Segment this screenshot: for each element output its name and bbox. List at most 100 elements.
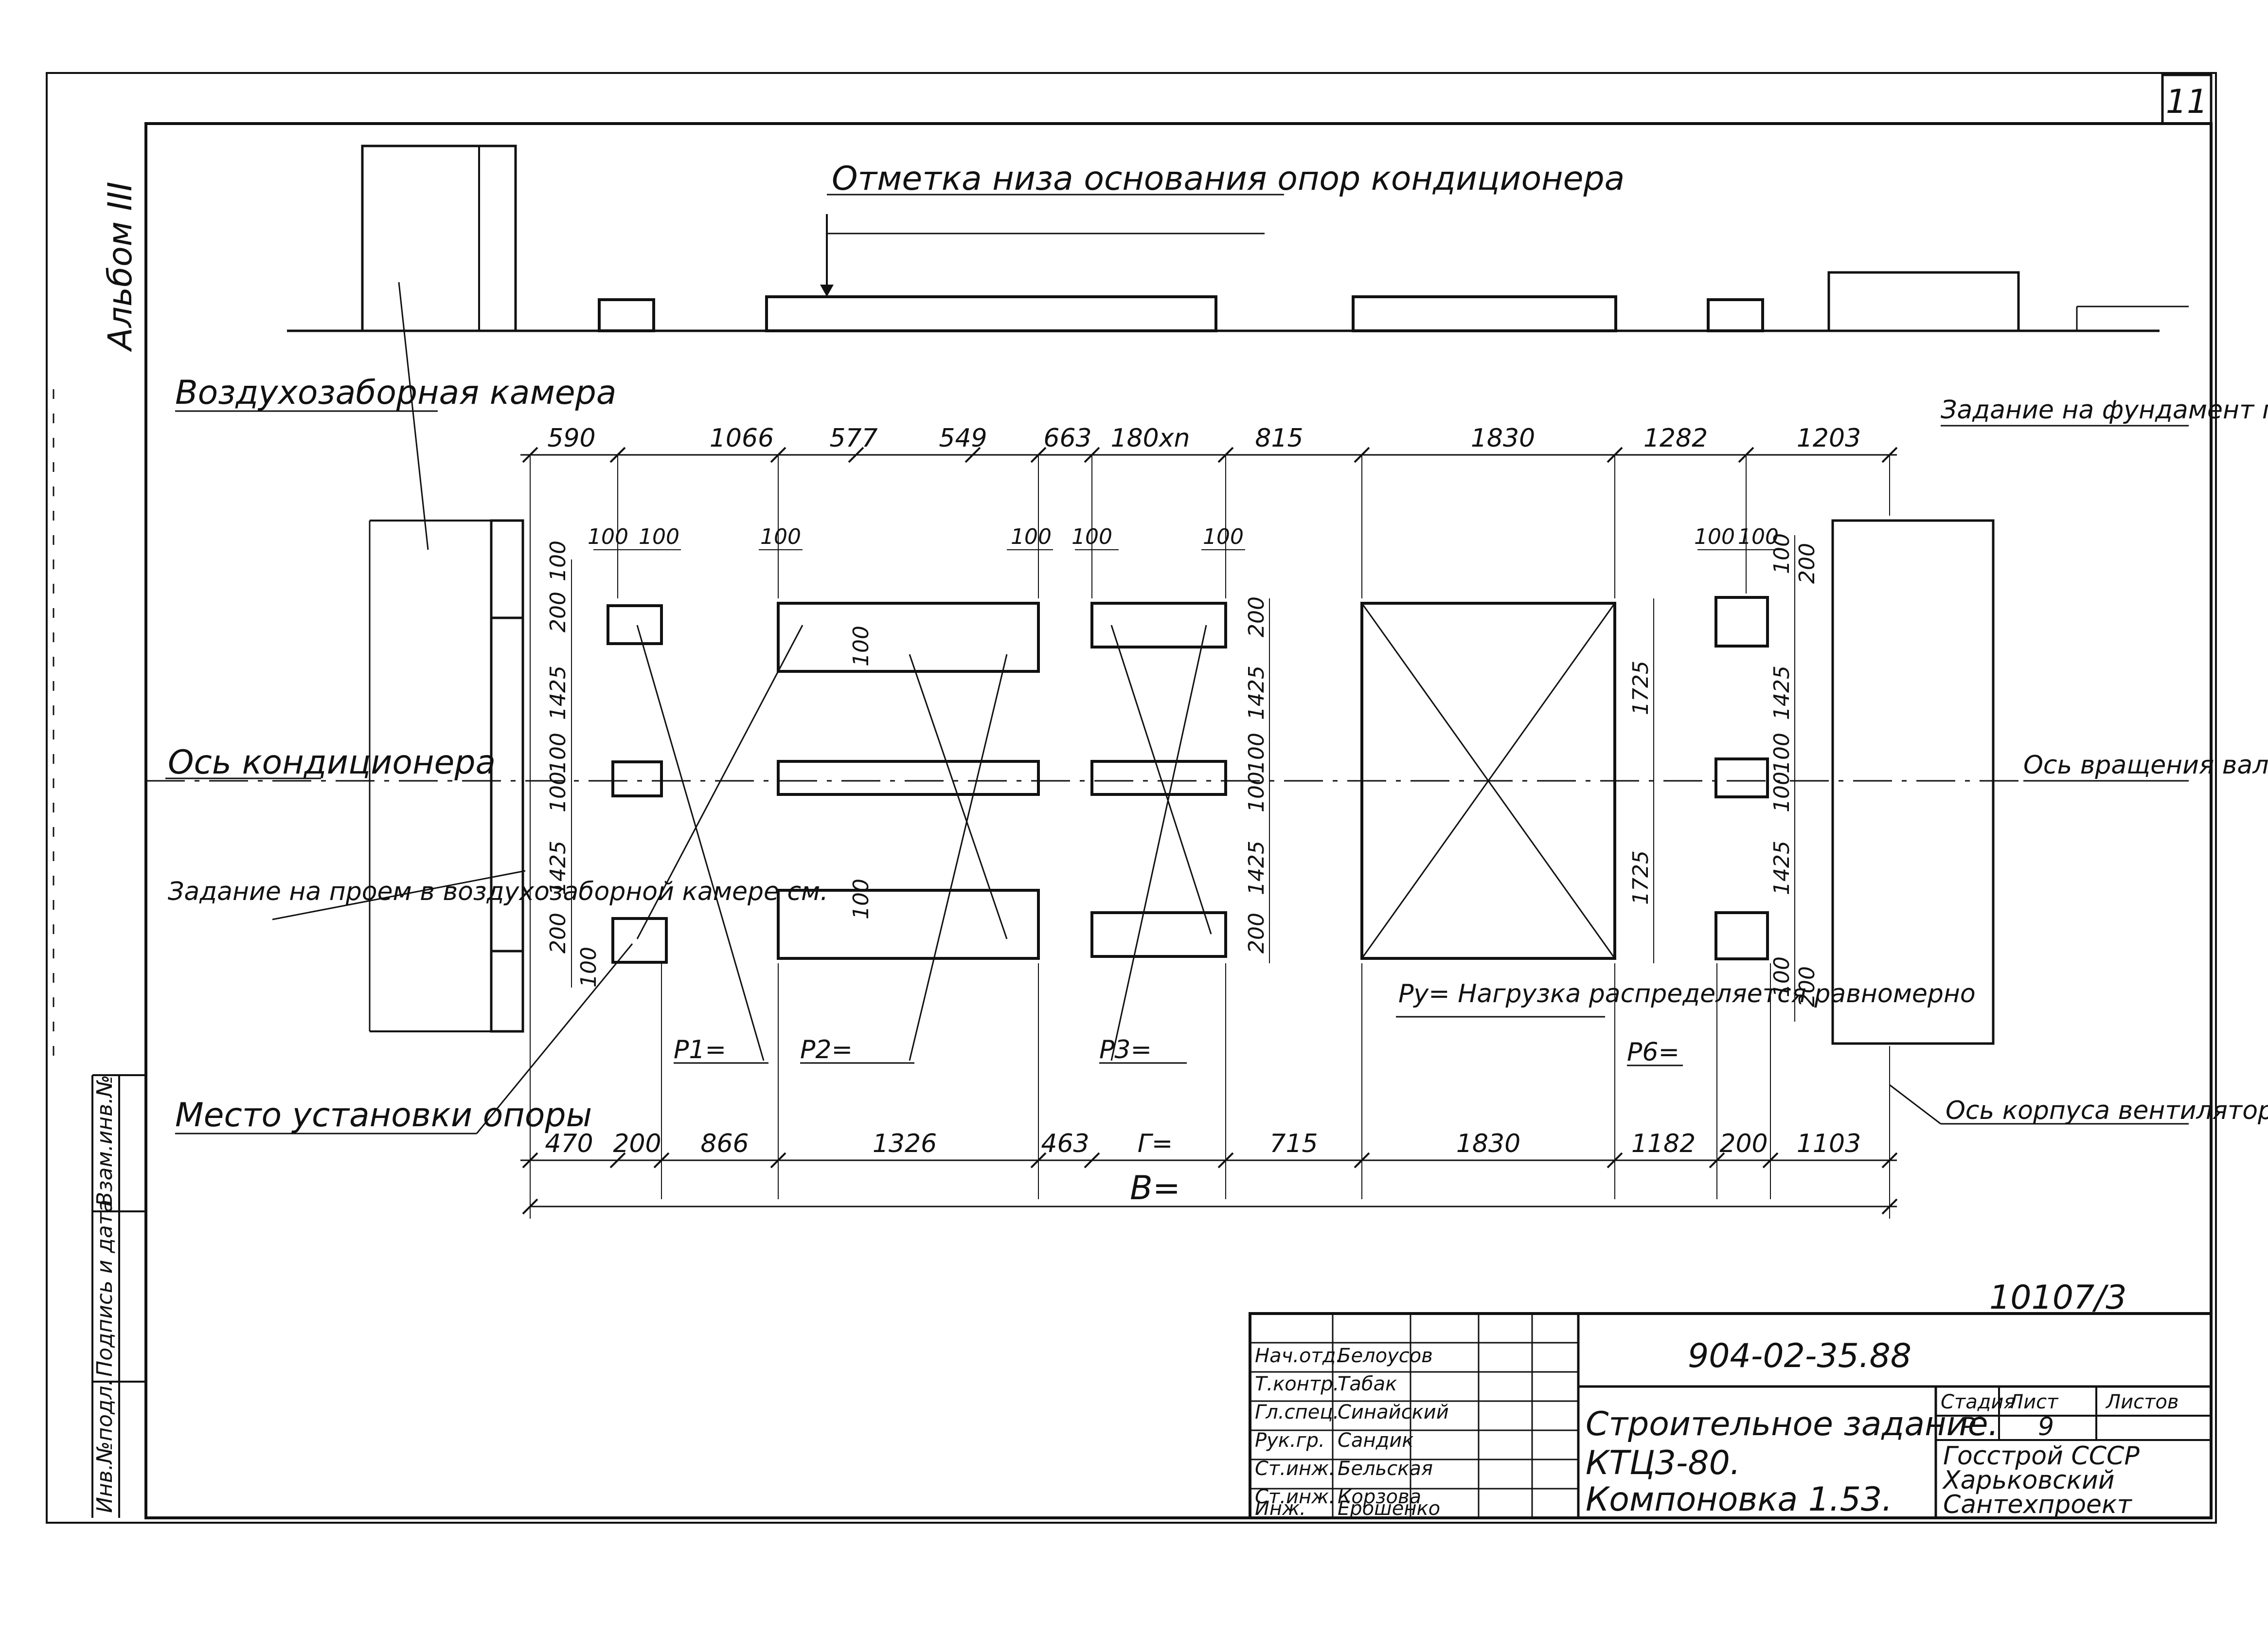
dim-right-1425-bottom: 1425	[1769, 841, 1794, 895]
dim-top-663: 663	[1043, 424, 1091, 453]
support-3c	[1090, 911, 1227, 958]
tb-sheet: 9	[2038, 1412, 2054, 1441]
opening-task-label: Задание на проем в воздухозаборной камер…	[168, 877, 828, 906]
dim-left-100-mid2: 100	[546, 772, 571, 812]
sheet-number: 11	[2166, 83, 2208, 121]
support-3a	[1090, 602, 1227, 648]
dim-left-100-mid1: 100	[546, 733, 571, 774]
dim-left-200-bottom: 200	[546, 913, 571, 954]
dim-top-1066: 1066	[710, 424, 774, 453]
dim-top-549: 549	[939, 424, 987, 453]
dimension-chain-left: 100 200 1425 100 100 1425 200 100	[546, 540, 601, 988]
dim-top-815: 815	[1255, 424, 1303, 453]
air-intake-chamber	[369, 282, 524, 1033]
load-p3: Р3=	[1099, 1035, 1152, 1064]
dim-100-c: 100	[760, 524, 801, 549]
dim-pad-1725-top: 1725	[1628, 661, 1653, 715]
dim-left-1425-top: 1425	[546, 666, 571, 720]
dim-mid-1425-bottom: 1425	[1244, 841, 1269, 895]
tb-stage: Р	[1960, 1412, 1976, 1441]
dim-bottom-1103: 1103	[1797, 1129, 1861, 1158]
dim-mid-1425-top: 1425	[1244, 666, 1269, 720]
dim-mid-100-b: 100	[1244, 772, 1269, 812]
dim-100-f: 100	[1203, 524, 1244, 549]
dim-right-100-a: 100	[1769, 533, 1794, 574]
support-1a	[607, 604, 663, 645]
stamp-signature-date: Подпись и дата	[92, 1200, 117, 1377]
outer-frame	[46, 72, 2217, 1524]
dim-right-200-b: 200	[1795, 966, 1820, 1007]
uniform-load-note: Ру= Нагрузка распределяется равномерно	[1398, 979, 1976, 1009]
dim-inner-100-a: 100	[849, 626, 874, 666]
dim-mid-100-a: 100	[1244, 733, 1269, 774]
tb-role-3: Гл.спец.	[1255, 1401, 1339, 1423]
dim-right-100-b: 100	[1769, 733, 1794, 774]
support-2a	[777, 602, 1040, 673]
dim-total-b: В=	[1130, 1169, 1180, 1207]
support-place-label: Место установки опоры	[175, 1096, 592, 1135]
dim-right-200-a: 200	[1795, 543, 1820, 584]
tb-name-3: Синайский	[1338, 1401, 1449, 1423]
fan-foundation-label: Задание на фундамент под вентилятор см.	[1941, 396, 2268, 425]
tb-title-3: Компоновка 1.53.	[1586, 1480, 1893, 1519]
dimension-total: В=	[522, 1168, 1898, 1219]
dim-pad-1725-bottom: 1725	[1628, 850, 1653, 905]
support-6c	[1714, 911, 1769, 960]
tb-sheet-header: Лист	[2008, 1391, 2059, 1413]
tb-role-7: Инж.	[1255, 1497, 1306, 1520]
uniform-load-pad	[1360, 602, 1616, 960]
tb-sheets-header: Листов	[2105, 1391, 2179, 1413]
dim-bottom-1326: 1326	[873, 1129, 937, 1158]
tb-title-1: Строительное задание.	[1586, 1405, 1999, 1443]
support-2b	[777, 760, 1040, 796]
rotation-axis-label: Ось вращения вала вентилятора	[2023, 751, 2268, 780]
tb-title-2: КТЦ3-80.	[1586, 1444, 1741, 1482]
load-p1: Р1=	[674, 1035, 726, 1064]
tb-org-2: Харьковский	[1942, 1466, 2115, 1495]
dimension-chain-right: 100 200 1425 100 100 1425 100 200	[1769, 533, 1820, 1022]
elevation-view	[287, 144, 2189, 332]
tb-role-1: Нач.отд.	[1255, 1345, 1342, 1367]
fan-foundation	[1831, 519, 1995, 1045]
dim-100-d: 100	[1011, 524, 1052, 549]
stamp-inv-no: Инв.№подл.	[92, 1379, 117, 1513]
load-p6: Р6=	[1627, 1038, 1679, 1067]
dim-top-1203: 1203	[1797, 424, 1861, 453]
dim-bottom-715: 715	[1269, 1129, 1318, 1158]
dim-inner-100-b: 100	[849, 879, 874, 919]
tb-code: 904-02-35.88	[1688, 1337, 1911, 1375]
dim-left-1425-bottom: 1425	[546, 841, 571, 895]
dimension-chain-mid: 200 1425 100 100 1425 200	[1244, 596, 1270, 963]
dimension-chain-bottom: 470 200 866 1326 463 Г= 715 1830 1182 20…	[520, 1129, 1898, 1169]
plan-view	[146, 455, 2160, 1199]
dim-100-a: 100	[588, 524, 628, 549]
dim-100-b: 100	[639, 524, 679, 549]
tb-org-3: Сантехпроект	[1943, 1490, 2132, 1519]
load-p2: Р2=	[800, 1035, 853, 1064]
dimension-chain-pad: 1725 1725	[1628, 598, 1654, 963]
dim-left-100-bottom: 100	[576, 947, 601, 988]
dim-left-100-top: 100	[546, 540, 571, 581]
support-6b	[1714, 757, 1769, 798]
dim-top-577: 577	[829, 424, 877, 453]
support-2c	[777, 889, 1040, 960]
tb-role-6: Ст.инж.	[1255, 1486, 1335, 1508]
conditioner-axis-label: Ось кондиционера	[168, 743, 496, 782]
tb-name-2: Табак	[1338, 1373, 1397, 1395]
sheet-number-box	[2161, 73, 2213, 125]
dim-bottom-g: Г=	[1138, 1129, 1173, 1158]
dim-bottom-200a: 200	[613, 1129, 661, 1158]
dim-mid-200-bottom: 200	[1244, 913, 1269, 954]
album-label: Альбом III	[101, 181, 140, 352]
dim-100-h: 100	[1738, 524, 1779, 549]
title-block: Нач.отд. Белоусов Т.контр. Табак Гл.спец…	[1249, 1312, 2213, 1520]
dim-mid-200-top: 200	[1244, 596, 1269, 637]
tb-role-2: Т.контр.	[1255, 1373, 1339, 1395]
support-1b	[611, 760, 663, 797]
dimension-100-row: 100 100 100 100 100 100 100 100	[588, 524, 1780, 550]
tb-name-7: Ерошенко	[1338, 1497, 1440, 1520]
dim-top-1830: 1830	[1471, 424, 1535, 453]
dim-bottom-200b: 200	[1719, 1129, 1768, 1158]
load-labels: Р1= Р2= Р3= Р6=	[674, 1035, 1683, 1067]
